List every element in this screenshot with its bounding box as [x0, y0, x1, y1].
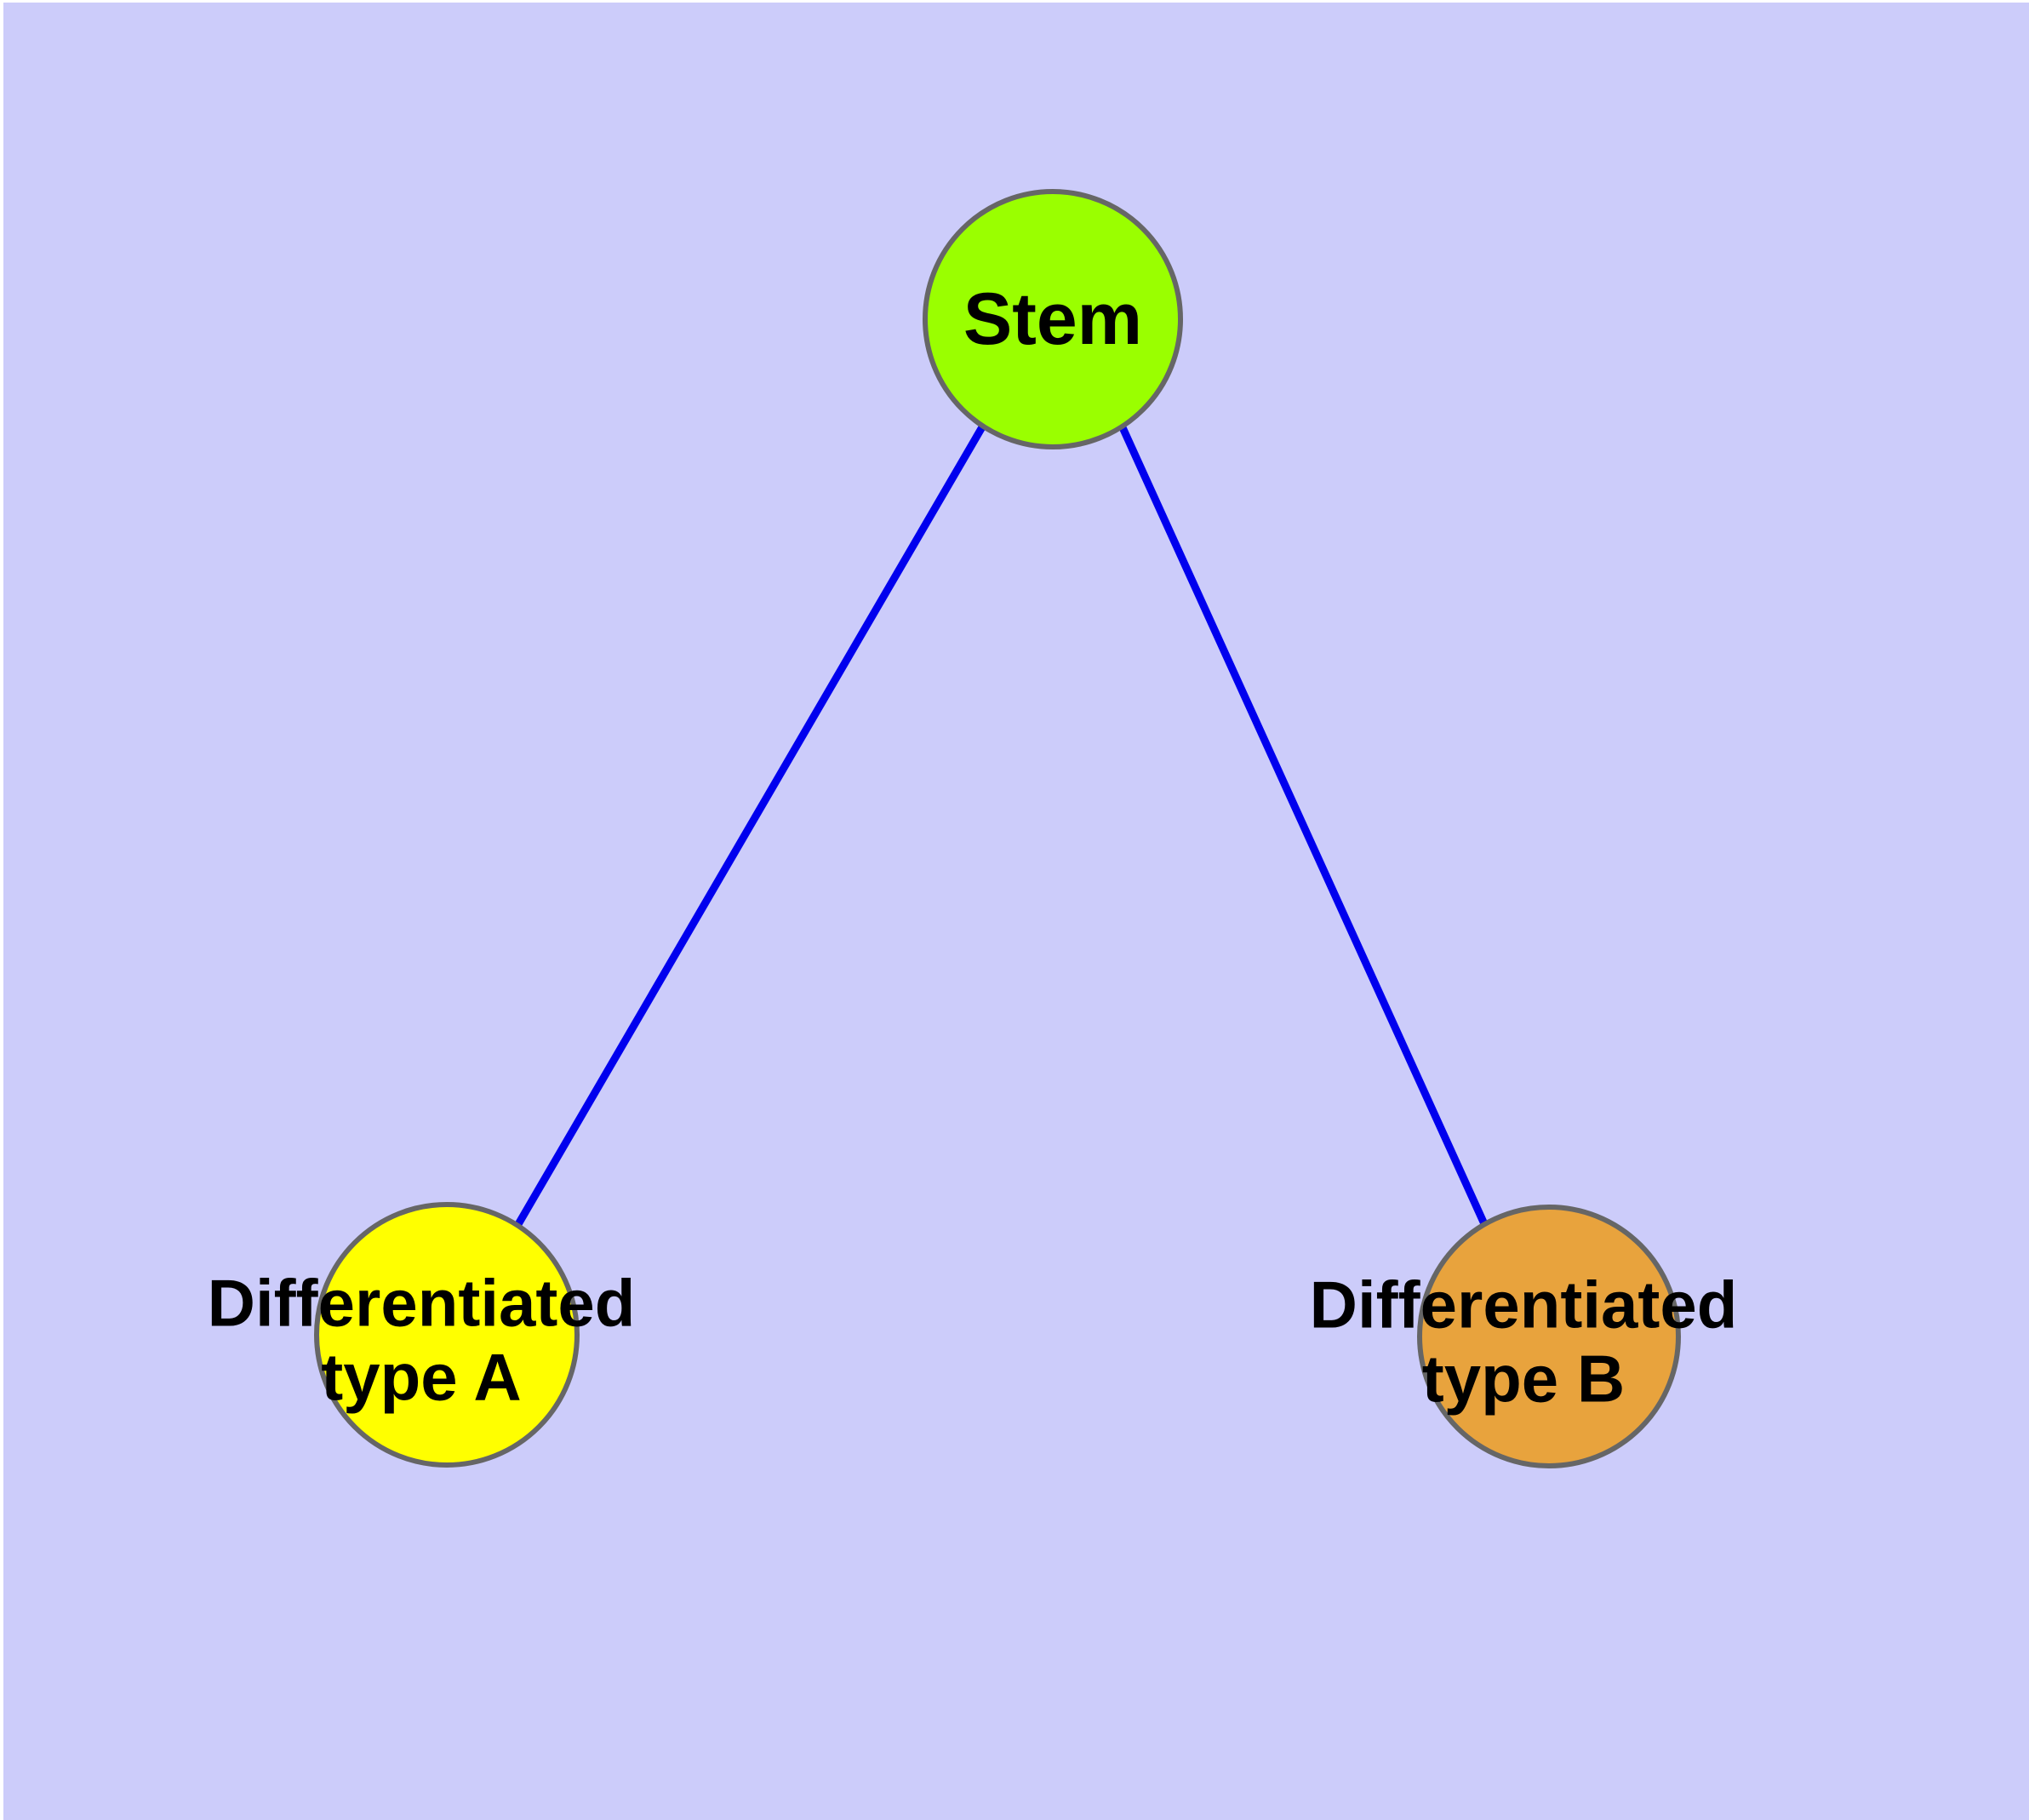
graph-edge-stem-to-diff-b[interactable] [1117, 424, 1489, 1228]
graph-node-diff-b[interactable] [1417, 1205, 1681, 1468]
nodes-layer [314, 189, 1681, 1468]
graph-node-diff-a[interactable] [314, 1202, 580, 1468]
graph-node-stem[interactable] [923, 189, 1183, 449]
graph-edge-stem-to-diff-a[interactable] [512, 423, 986, 1233]
edges-layer [512, 423, 1489, 1233]
